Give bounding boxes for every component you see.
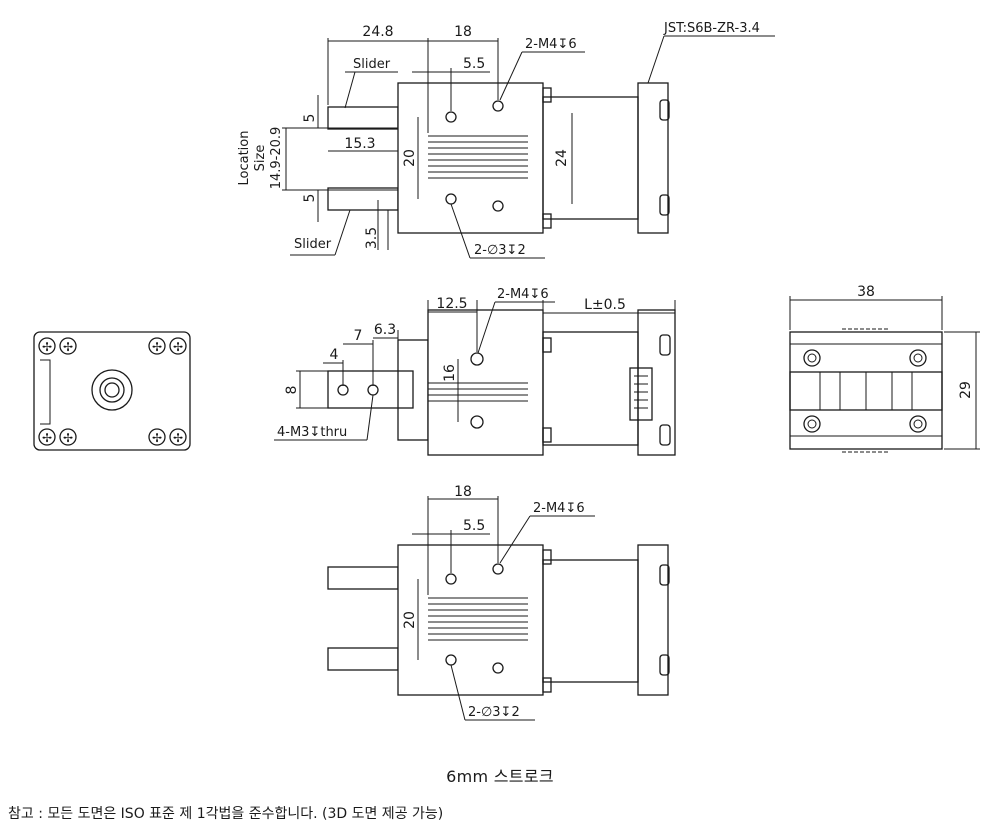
end-plate (33, 331, 191, 451)
svg-text:✢: ✢ (63, 340, 73, 354)
svg-text:✢: ✢ (63, 431, 73, 445)
dim-20-bottom: 20 (402, 611, 418, 629)
svg-text:✢: ✢ (173, 340, 183, 354)
location-label: Location (237, 131, 252, 186)
motor-bottom (542, 559, 639, 683)
height-dim: 29 (958, 381, 974, 399)
m4-hole-callout-bottom: 2-M4↧6 (533, 501, 585, 516)
gripper-body (397, 82, 544, 234)
pin-hole-callout-bottom: 2-∅3↧2 (468, 705, 520, 720)
m4-hole-callout: 2-M4↧6 (525, 37, 577, 52)
upper-slider (327, 106, 399, 130)
dim-16: 16 (442, 364, 458, 382)
range-label: 14.9-20.9 (269, 127, 284, 190)
dim-15-3: 15.3 (344, 136, 375, 152)
connector-label: JST:S6B-ZR-3.4 (663, 21, 760, 36)
dim-5-bottom: 5 (302, 194, 318, 203)
dim-18: 18 (454, 24, 472, 40)
stroke-caption: 6mm 스트로크 (446, 767, 554, 786)
right-end-view: 38 29 (789, 284, 980, 453)
m4-hole (492, 100, 504, 112)
svg-text:✢: ✢ (173, 431, 183, 445)
left-end-view: ✢ ✢ ✢ ✢ ✢ ✢ ✢ ✢ (33, 331, 191, 451)
svg-text:✢: ✢ (152, 431, 162, 445)
open-jaw-top (327, 566, 399, 590)
dim-24-8: 24.8 (362, 24, 393, 40)
rail-grooves-bottom (428, 597, 528, 641)
corner-screws: ✢ ✢ ✢ ✢ ✢ ✢ ✢ ✢ (38, 337, 187, 446)
slider-label-top: Slider (353, 57, 391, 72)
svg-text:✢: ✢ (42, 431, 52, 445)
top-view: 24.8 18 5.5 Slider Slider 2-M4↧6 JST:S6B… (237, 21, 775, 259)
m4-hole-callout-side: 2-M4↧6 (497, 287, 549, 302)
dim-6-3: 6.3 (374, 322, 396, 338)
dim-5-5-bottom: 5.5 (463, 518, 485, 534)
m4-hole (492, 200, 504, 212)
size-label: Size (253, 145, 268, 172)
svg-text:✢: ✢ (42, 340, 52, 354)
side-view: 12.5 2-M4↧6 L±0.5 7 6.3 4 8 16 4-M3↧thru (274, 287, 676, 456)
dim-4: 4 (330, 347, 339, 363)
jaw-side (327, 370, 414, 409)
shaft-bore (91, 369, 133, 411)
rail-grooves-side (428, 382, 528, 402)
dim-18-bottom: 18 (454, 484, 472, 500)
pin-hole-callout: 2-∅3↧2 (474, 243, 526, 258)
bottom-view: 18 5.5 2-M4↧6 20 2-∅3↧2 (327, 484, 670, 721)
projection-note: 참고 : 모든 도면은 ISO 표준 제 1각법을 준수합니다. (3D 도면 … (8, 806, 444, 822)
svg-text:✢: ✢ (152, 340, 162, 354)
width-dim: 38 (857, 284, 875, 300)
body-bottom (397, 544, 544, 696)
length-dim: L±0.5 (584, 297, 626, 313)
slider-label-bottom: Slider (294, 237, 332, 252)
motor-cap (637, 82, 669, 234)
dim-5-top: 5 (302, 114, 318, 123)
dim-12-5: 12.5 (436, 296, 467, 312)
connector (629, 367, 653, 421)
dim-7: 7 (354, 328, 363, 344)
dim-20: 20 (402, 149, 418, 167)
rail-grooves (428, 135, 528, 179)
open-jaw-bottom (327, 647, 399, 671)
thru-hole-callout: 4-M3↧thru (277, 425, 347, 440)
motor-side (542, 331, 639, 446)
dim-3-5: 3.5 (364, 227, 380, 249)
dim-5-5: 5.5 (463, 56, 485, 72)
dim-8: 8 (284, 386, 300, 395)
pin-hole (445, 111, 457, 123)
dim-24: 24 (554, 149, 570, 167)
lower-slider (327, 187, 399, 211)
